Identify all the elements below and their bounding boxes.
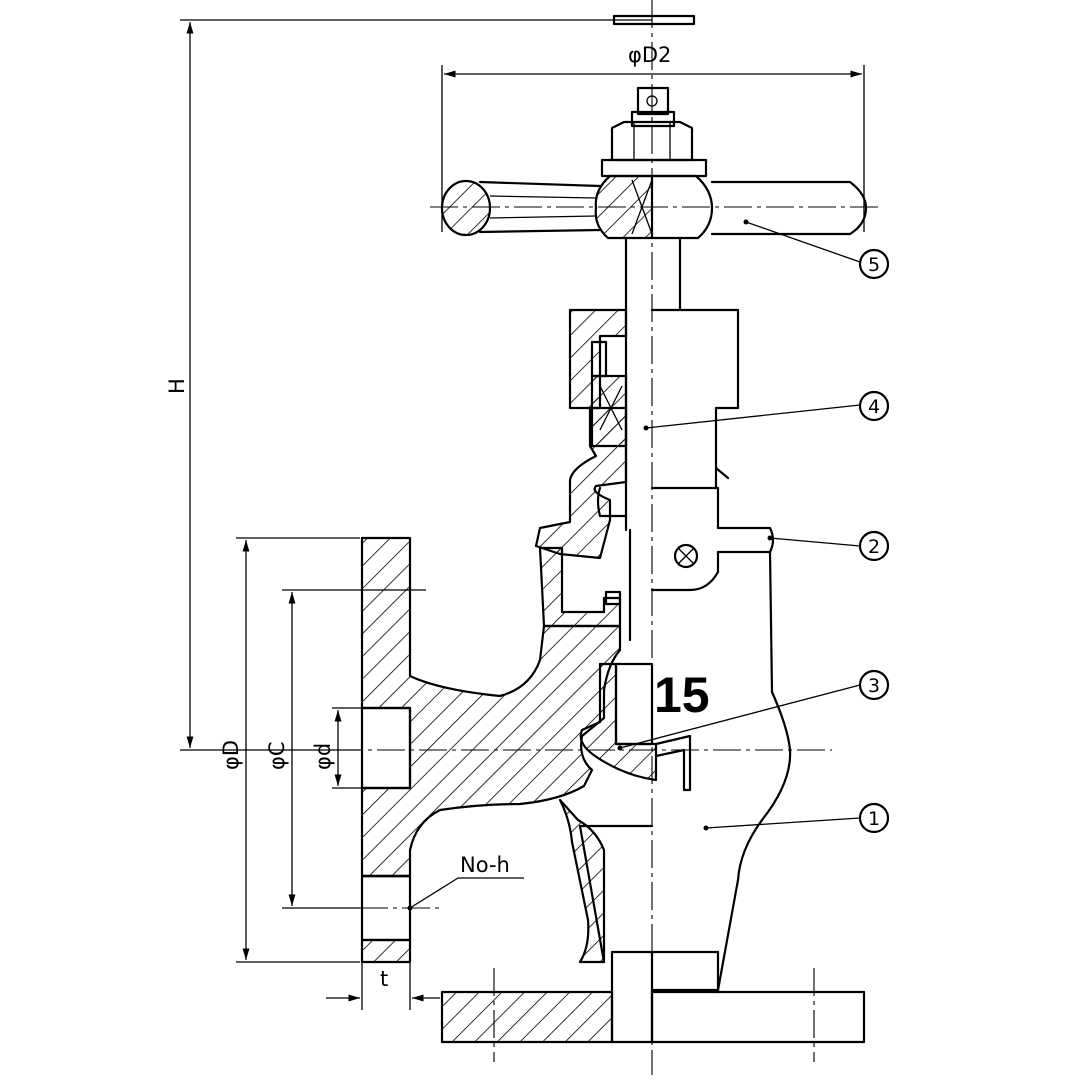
balloon-4-label: 4	[868, 396, 880, 418]
balloon-2-label: 2	[868, 536, 880, 558]
balloon-1: 1	[858, 802, 890, 834]
handwheel	[440, 86, 868, 240]
dim-bolt-circle: φC	[265, 741, 289, 770]
balloon-5: 5	[858, 248, 890, 280]
dim-flange-diameter: φD	[219, 740, 243, 770]
part-callouts	[617, 219, 861, 831]
balloon-4: 4	[858, 390, 890, 422]
dim-bore: φd	[311, 743, 335, 770]
size-label: 15	[654, 667, 710, 723]
dim-height: H	[165, 378, 189, 394]
dim-thickness: t	[380, 967, 388, 991]
balloon-3-label: 3	[868, 675, 880, 697]
valve-body	[360, 536, 866, 1044]
center-lines	[335, 0, 882, 1075]
dim-bolt-holes: No-h	[460, 853, 510, 877]
balloon-2: 2	[858, 530, 890, 562]
dimension-lines	[180, 14, 865, 1010]
balloon-3: 3	[858, 669, 890, 701]
dim-handwheel-diameter: φD2	[628, 43, 671, 67]
balloon-5-label: 5	[868, 254, 880, 276]
stem	[624, 236, 682, 642]
balloon-1-label: 1	[868, 808, 880, 830]
bonnet	[534, 406, 775, 628]
